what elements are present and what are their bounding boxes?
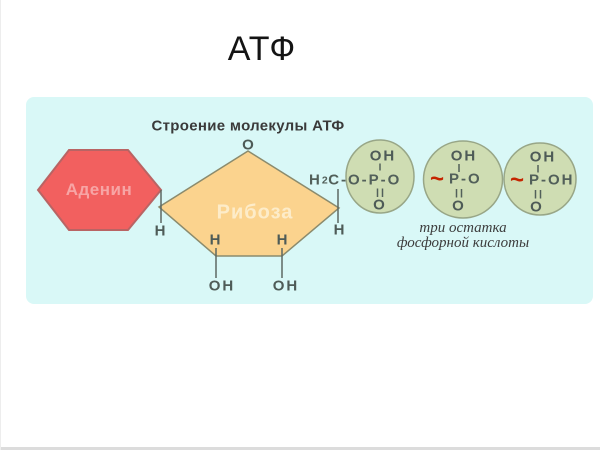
h-inner-right-label: H	[276, 231, 288, 249]
chain-h: H	[309, 171, 322, 189]
phosphate-circle-2	[422, 140, 504, 219]
oh-right-label: OH	[272, 277, 300, 295]
bond-lines	[160, 189, 339, 278]
phosphate-3-formula: ~P-OH	[510, 166, 575, 193]
phosphate-2-row: P-O	[449, 170, 482, 188]
phosphate-circle-1	[345, 139, 415, 214]
phosphate-3-oh-label: OH	[529, 148, 557, 166]
oxygen-top-label: O	[242, 136, 254, 154]
ribose-pentagon	[157, 150, 341, 257]
h-right-label: H	[333, 221, 345, 239]
caption-three-residues: три остатка фосфорной кислоты	[397, 221, 529, 251]
high-energy-bond-tilde: ~	[510, 166, 525, 193]
phosphate-2-oh-label: OH	[450, 147, 478, 165]
phosphate-circle-3	[503, 142, 577, 216]
phosphate-1-o-label: O	[373, 196, 385, 214]
slide-bottom-edge	[1, 447, 600, 450]
phosphate-3-row: P-OH	[529, 171, 575, 189]
adenine-label: Аденин	[65, 180, 133, 199]
high-energy-bond-tilde: ~	[430, 165, 445, 192]
caption-line-2: фосфорной кислоты	[396, 235, 530, 251]
phosphate-1-oh-label: OH	[369, 147, 397, 165]
phosphate-bonds	[376, 163, 542, 199]
diagram-panel: Строение молекулы АТФ Аденин Рибоза O H …	[26, 97, 593, 304]
caption-line-1: три остатка	[419, 220, 507, 236]
oh-left-label: OH	[208, 277, 236, 295]
phosphate-2-o-label: O	[452, 197, 464, 215]
diagram-heading: Строение молекулы АТФ	[151, 117, 345, 135]
chain-rest: C-O-P-O	[328, 171, 402, 189]
chain-subscript: 2	[321, 174, 329, 186]
molecule-shapes	[36, 139, 577, 278]
phosphate-3-o-label: O	[530, 198, 542, 216]
phosphate-2-formula: ~P-O	[430, 165, 482, 192]
h-inner-left-label: H	[209, 231, 221, 249]
ribose-label: Рибоза	[216, 201, 294, 224]
page-title: АТФ	[227, 30, 297, 68]
h-left-label: H	[154, 222, 166, 240]
